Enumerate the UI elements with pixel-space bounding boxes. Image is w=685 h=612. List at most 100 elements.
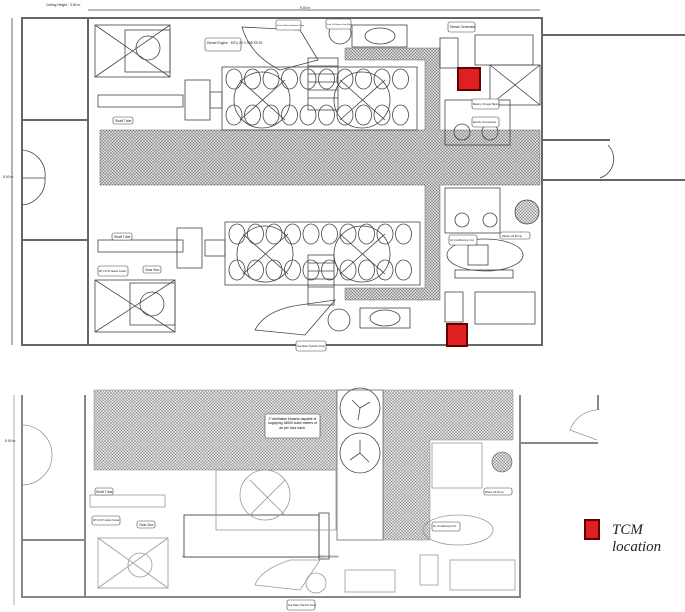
cylinder xyxy=(336,68,354,90)
label-waste-oil-pump: Waste Oil Pump xyxy=(483,487,513,496)
svg-text:Diesel Engine : MTU 20 V 538 T: Diesel Engine : MTU 20 V 538 TB 92 xyxy=(207,41,263,45)
shaft-housing xyxy=(183,514,320,558)
svg-text:Air Conditioning Unit: Air Conditioning Unit xyxy=(433,525,456,528)
diesel-engine-top xyxy=(97,66,418,131)
label-shaft-tube-bottom: Shaft Tube xyxy=(111,232,133,241)
svg-text:Waste Oil Pump: Waste Oil Pump xyxy=(502,234,523,238)
cylinder xyxy=(336,104,354,126)
svg-text:Diesel Generator: Diesel Generator xyxy=(450,25,477,29)
label-gear-box: Gear Box xyxy=(142,265,162,274)
right-extension-wall xyxy=(520,395,599,444)
ceiling-height-label: Ceiling Height : 3.50 m xyxy=(46,3,80,7)
battery-charger-banks xyxy=(489,64,541,106)
svg-text:Gear Box: Gear Box xyxy=(139,523,154,527)
door-right[interactable] xyxy=(599,144,615,179)
label-diesel-engine: Diesel Engine : MTU 20 V 538 TB 92 xyxy=(204,37,263,52)
cylinder xyxy=(244,68,261,90)
jacket-cooler-top xyxy=(94,24,171,78)
label-sea-water-pump: Sea Water Hydrofor Pump xyxy=(295,340,327,352)
cylinder xyxy=(265,223,283,245)
svg-text:Shaft Tube: Shaft Tube xyxy=(114,235,131,239)
cylinder xyxy=(247,259,264,281)
cylinder xyxy=(299,68,317,90)
label-shaft-tube-top: Shaft Tube xyxy=(112,116,134,125)
label-battery-charger: Battery Charger Banks xyxy=(471,98,500,110)
engine-cylinders xyxy=(225,68,409,126)
bottom-plan: 5.00 m 2 Ventilation blowers capable of … xyxy=(5,387,599,611)
cylinder xyxy=(376,259,394,281)
shaft-coupling xyxy=(318,512,330,560)
cylinder xyxy=(318,104,335,126)
label-ventilation: 2 Ventilation blowers capable of supplyi… xyxy=(264,413,321,439)
svg-text:Fuel Oil Heater Sep Filter: Fuel Oil Heater Sep Filter xyxy=(327,23,352,26)
diesel-engine-bottom xyxy=(97,221,421,286)
right-extension-wall xyxy=(542,34,685,181)
label-fuel-oil-heater: Fuel Oil Heater Sep Filter xyxy=(325,18,352,30)
jacket-cooler-bottom xyxy=(94,279,176,333)
cylinder xyxy=(392,104,409,126)
legend-tcm-label: TCM location xyxy=(612,522,662,555)
legend-tcm-marker xyxy=(584,519,600,540)
cylinder xyxy=(395,223,412,245)
label-jacket-cooler: MTU P.W Jacket Cooler xyxy=(97,265,129,277)
width-dimension-label: 5.00 m xyxy=(5,439,16,443)
fuel-oil-heater xyxy=(351,24,411,329)
length-dimension-label: 9.00 m xyxy=(300,6,311,10)
cylinder xyxy=(302,223,320,245)
label-shaft-tube: Shaft Tube xyxy=(94,487,114,496)
door-left-2[interactable] xyxy=(21,177,46,206)
cylinder xyxy=(225,68,243,90)
cylinder xyxy=(284,259,301,281)
door-left[interactable] xyxy=(21,424,53,486)
cylinder xyxy=(358,223,375,245)
label-jacket-cooler: MTU P.W Jacket Cooler xyxy=(91,515,121,526)
cylinder xyxy=(262,68,280,90)
cylinder xyxy=(302,259,320,281)
outer-wall xyxy=(21,395,521,598)
svg-text:MTU P.W Jacket Cooler: MTU P.W Jacket Cooler xyxy=(93,519,120,522)
svg-text:Sea Water Hydrofor Pump: Sea Water Hydrofor Pump xyxy=(297,345,326,348)
cylinder xyxy=(392,68,409,90)
outer-wall xyxy=(21,17,543,346)
door-left[interactable] xyxy=(21,149,46,179)
engine-faded xyxy=(89,442,516,594)
cylinder xyxy=(318,68,335,90)
cylinder xyxy=(355,68,372,90)
tcm-marker-bottom xyxy=(446,323,468,347)
svg-text:MTU P.W Jacket Cooler: MTU P.W Jacket Cooler xyxy=(99,269,127,273)
svg-text:Battery Charger Banks: Battery Charger Banks xyxy=(473,102,500,106)
door-right[interactable] xyxy=(569,409,598,441)
label-gear-box: Gear Box xyxy=(136,520,156,529)
cylinder xyxy=(225,104,243,126)
svg-text:Air Conditioning Unit: Air Conditioning Unit xyxy=(450,238,474,242)
sea-water-pump xyxy=(327,308,351,332)
cylinder xyxy=(281,68,298,90)
cylinder xyxy=(321,223,338,245)
cylinder xyxy=(321,259,338,281)
cylinder xyxy=(265,259,283,281)
tcm-marker-top xyxy=(457,67,481,91)
cylinder xyxy=(376,223,394,245)
cylinder xyxy=(339,223,357,245)
cylinder xyxy=(339,259,357,281)
battery-charger-cross xyxy=(489,64,541,106)
waste-oil-pump xyxy=(491,451,513,473)
cylinder xyxy=(355,104,372,126)
cylinder xyxy=(373,68,391,90)
cylinder xyxy=(373,104,391,126)
walkway-hatched xyxy=(99,47,541,301)
label-air-conditioning: Air Conditioning Unit xyxy=(448,234,478,246)
label-electric-compressor: Electric Compressor xyxy=(471,116,500,128)
svg-text:Waste Oil Pump: Waste Oil Pump xyxy=(485,490,504,494)
cylinder xyxy=(284,223,301,245)
label-waste-oil-pump: Waste Oil Pump xyxy=(499,231,531,240)
svg-text:Fresh Water Hydrofor Pump: Fresh Water Hydrofor Pump xyxy=(277,24,305,27)
cylinder xyxy=(228,223,246,245)
cylinder xyxy=(244,104,261,126)
cylinder xyxy=(262,104,280,126)
cylinder xyxy=(395,259,412,281)
label-fresh-water-pump: Fresh Water Hydrofor Pump xyxy=(275,19,305,31)
cylinder xyxy=(299,104,317,126)
top-plan: Ceiling Height : 3.50 m 9.00 m 5.00 m xyxy=(3,3,685,352)
